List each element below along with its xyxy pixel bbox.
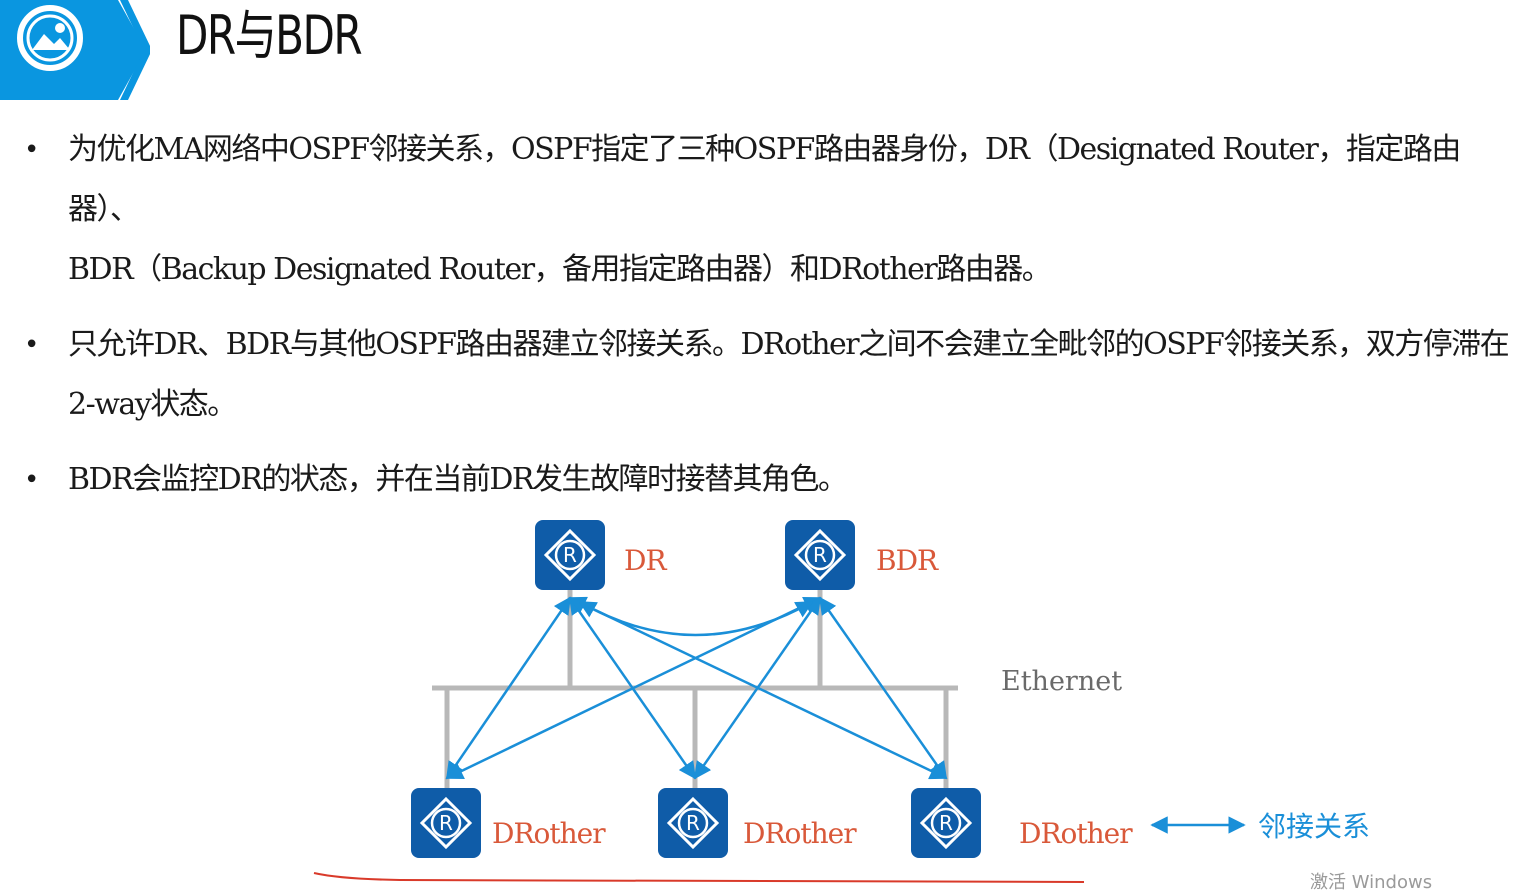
router-label: DRother — [492, 817, 606, 850]
router-drother-3: DRother — [909, 786, 1134, 860]
router-label: BDR — [876, 544, 939, 577]
page-title: DR与BDR — [176, 4, 363, 67]
windows-watermark: 激活 Windows — [1310, 872, 1432, 893]
red-underline-annotation — [313, 872, 1085, 883]
router-icon — [656, 786, 730, 860]
bullet-line: 只允许DR、BDR与其他OSPF路由器建立邻接关系。DRother之间不会建立全… — [68, 327, 1510, 362]
router-label: DR — [624, 544, 667, 577]
bullet-line: 2-way状态。 — [68, 387, 237, 422]
bullet-line: BDR会监控DR的状态，并在当前DR发生故障时接替其角色。 — [68, 462, 848, 497]
router-icon — [909, 786, 983, 860]
bullet-line: BDR（Backup Designated Router，备用指定路由器）和DR… — [68, 252, 1052, 287]
router-drother-1: DRother — [409, 786, 607, 860]
legend-label: 邻接关系 — [1258, 810, 1370, 843]
bullet-line: 为优化MA网络中OSPF邻接关系，OSPF指定了三种OSPF路由器身份，DR（D… — [68, 132, 1461, 227]
router-icon — [533, 518, 607, 592]
legend: 邻接关系 — [1150, 810, 1370, 843]
ethernet-label: Ethernet — [1001, 666, 1122, 697]
ethernet-bus — [432, 590, 958, 790]
bullet-item: • 只允许DR、BDR与其他OSPF路由器建立邻接关系。DRother之间不会建… — [22, 315, 1512, 435]
image-icon — [17, 5, 83, 71]
router-icon — [783, 518, 857, 592]
bullet-list: • 为优化MA网络中OSPF邻接关系，OSPF指定了三种OSPF路由器身份，DR… — [22, 120, 1512, 525]
bullet-dot: • — [24, 465, 39, 495]
adjacency-links — [445, 596, 948, 780]
bullet-dot: • — [24, 135, 39, 165]
router-drother-2: DRother — [656, 786, 858, 860]
router-dr: DR — [533, 518, 668, 592]
adjacency-link — [693, 596, 822, 780]
bullet-dot: • — [24, 330, 39, 360]
router-bdr: BDR — [783, 518, 940, 592]
router-label: DRother — [1019, 817, 1133, 850]
bullet-item: • BDR会监控DR的状态，并在当前DR发生故障时接替其角色。 — [22, 450, 1512, 510]
router-label: DRother — [743, 817, 857, 850]
header-banner — [0, 0, 150, 100]
adjacency-link — [818, 596, 948, 780]
router-icon — [409, 786, 483, 860]
adjacency-link — [578, 600, 814, 637]
bullet-item: • 为优化MA网络中OSPF邻接关系，OSPF指定了三种OSPF路由器身份，DR… — [22, 120, 1512, 300]
